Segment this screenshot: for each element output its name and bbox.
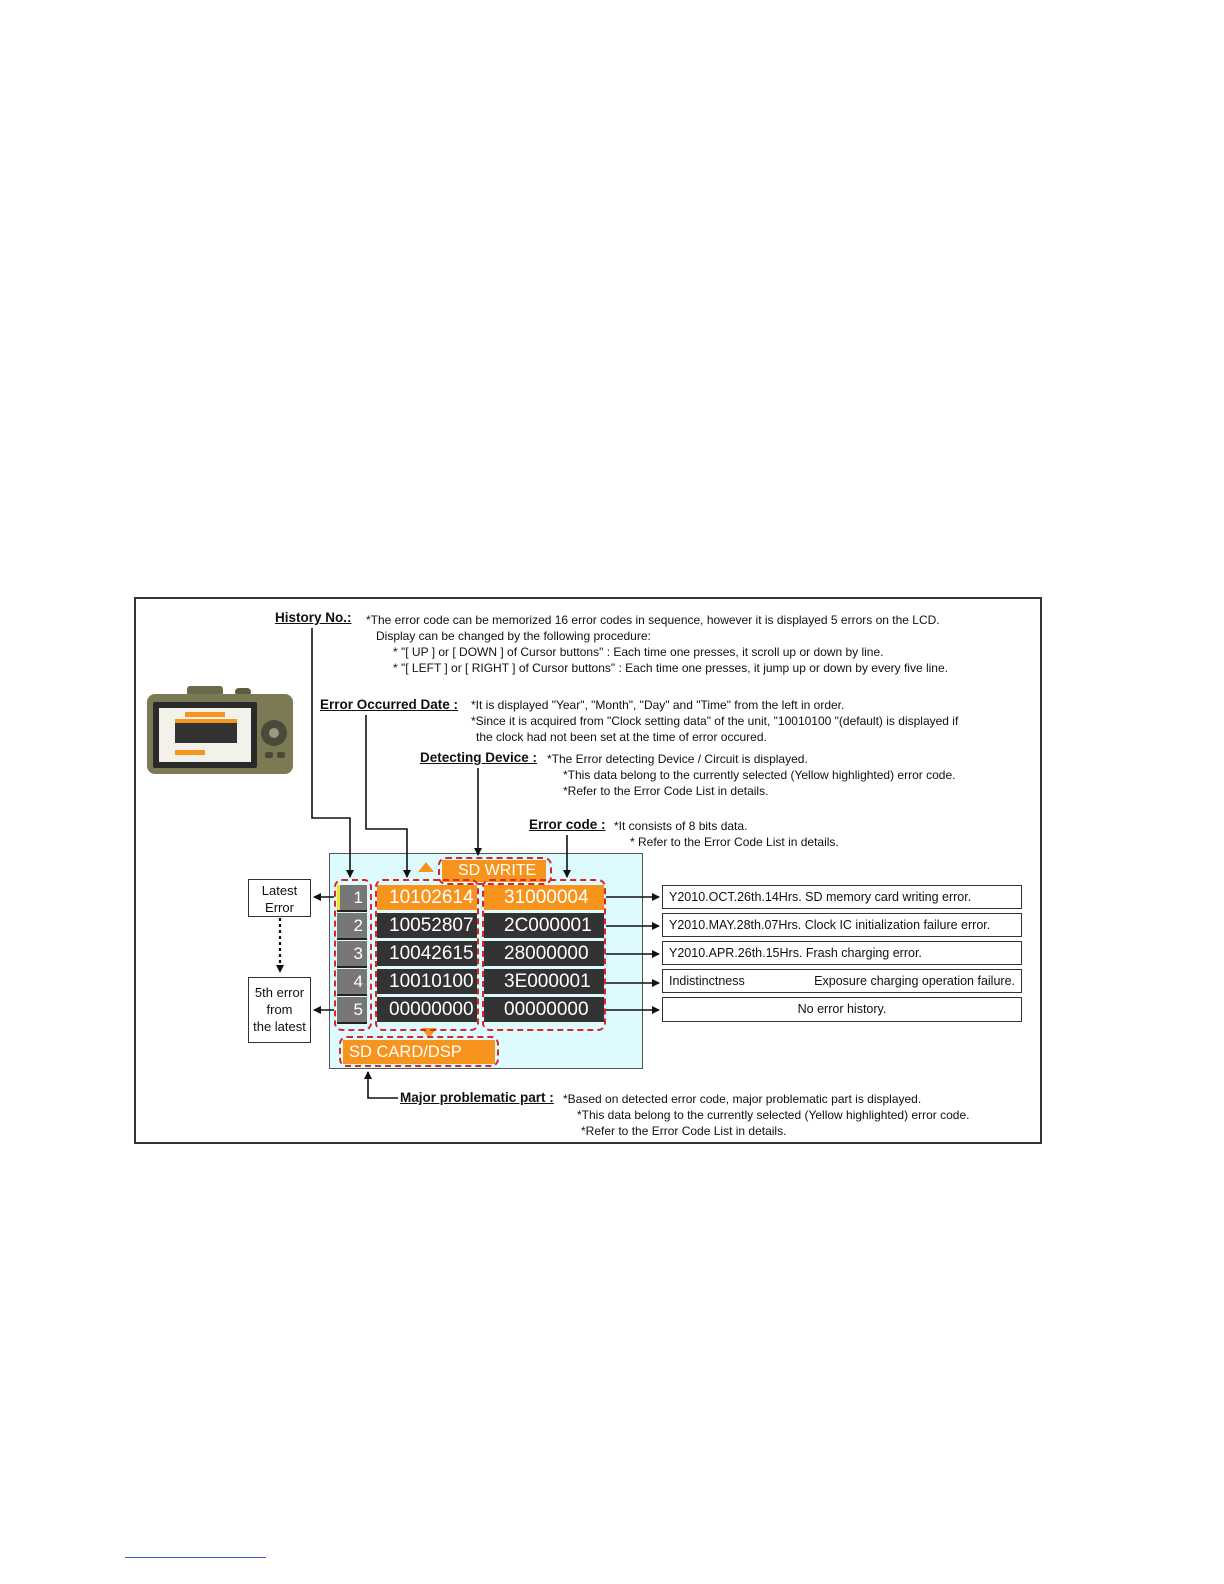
code-column-highlight <box>482 879 606 1031</box>
fifth-error-line-1: 5th error <box>254 985 305 1000</box>
code-heading: Error code : <box>529 817 606 832</box>
row-separator <box>337 938 367 940</box>
major-line-2: *This data belong to the currently selec… <box>577 1108 970 1122</box>
error-code-cell: 31000004 <box>484 885 604 910</box>
history-number: 1 <box>337 885 367 910</box>
explanation-row-5: No error history. <box>662 997 1022 1022</box>
history-line-4: * "[ LEFT ] or [ RIGHT ] of Cursor butto… <box>393 661 948 675</box>
device-line-1: *The Error detecting Device / Circuit is… <box>547 752 808 766</box>
error-code-cell: 00000000 <box>484 997 604 1022</box>
error-code-cell: 28000000 <box>484 941 604 966</box>
diagram-frame <box>134 597 1042 1144</box>
row-separator <box>337 966 367 968</box>
major-line-3: *Refer to the Error Code List in details… <box>581 1124 787 1138</box>
latest-error-box: Latest Error <box>248 879 311 917</box>
fifth-error-line-2: from <box>266 1002 293 1017</box>
explanation-row-4: Indistinctness Exposure charging operati… <box>662 969 1022 993</box>
device-line-2: *This data belong to the currently selec… <box>563 768 956 782</box>
explanation-row-1: Y2010.OCT.26th.14Hrs. SD memory card wri… <box>662 885 1022 909</box>
major-part-highlight <box>339 1036 499 1067</box>
date-connector <box>365 715 411 878</box>
row-separator <box>337 1022 367 1024</box>
fifth-error-line-3: the latest <box>253 1019 306 1034</box>
history-number: 2 <box>337 913 367 938</box>
history-number: 3 <box>337 941 367 966</box>
device-line-3: *Refer to the Error Code List in details… <box>563 784 769 798</box>
error-code-cell: 2C000001 <box>484 913 604 938</box>
major-line-1: *Based on detected error code, major pro… <box>563 1092 922 1106</box>
error-date-cell: 00000000 <box>377 997 477 1022</box>
explanation-row-3: Y2010.APR.26th.15Hrs. Frash charging err… <box>662 941 1022 965</box>
major-heading: Major problematic part : <box>400 1090 554 1105</box>
history-connector <box>311 628 354 878</box>
device-heading: Detecting Device : <box>420 750 538 765</box>
date-line-1: *It is displayed "Year", "Month", "Day" … <box>471 698 845 712</box>
date-line-3: the clock had not been set at the time o… <box>476 730 767 744</box>
code-line-2: * Refer to the Error Code List in detail… <box>630 835 839 849</box>
code-line-1: *It consists of 8 bits data. <box>614 819 748 833</box>
detecting-device-label: SD WRITE <box>442 860 546 882</box>
device-highlight <box>438 857 552 885</box>
explanation-row-4-left: Indistinctness <box>669 974 745 988</box>
explanation-row-4-right: Exposure charging operation failure. <box>814 974 1015 988</box>
error-date-cell: 10042615 <box>377 941 477 966</box>
history-line-1: *The error code can be memorized 16 erro… <box>366 613 940 627</box>
row-separator <box>337 994 367 996</box>
row-separator <box>337 910 367 912</box>
error-date-cell: 10102614 <box>377 885 477 910</box>
history-number: 4 <box>337 969 367 994</box>
history-number: 5 <box>337 997 367 1022</box>
scroll-down-icon <box>421 1028 437 1038</box>
error-date-cell: 10010100 <box>377 969 477 994</box>
footer-rule <box>125 1557 266 1558</box>
major-part-label: SD CARD/DSP <box>343 1040 495 1064</box>
scroll-up-icon <box>418 862 434 872</box>
fifth-error-box: 5th error from the latest <box>248 977 311 1043</box>
history-heading: History No.: <box>275 610 352 625</box>
history-line-3: * "[ UP ] or [ DOWN ] of Cursor buttons"… <box>393 645 884 659</box>
date-heading: Error Occurred Date : <box>320 697 459 712</box>
history-line-2: Display can be changed by the following … <box>376 629 651 643</box>
major-connector <box>364 1071 398 1099</box>
date-column-highlight <box>375 879 479 1031</box>
error-date-cell: 10052807 <box>377 913 477 938</box>
error-code-cell: 3E000001 <box>484 969 604 994</box>
camera-thumbnail <box>147 686 293 776</box>
latest-error-line-2: Error <box>265 900 294 915</box>
explanation-row-2: Y2010.MAY.28th.07Hrs. Clock IC initializ… <box>662 913 1022 937</box>
latest-error-line-1: Latest <box>261 883 298 898</box>
date-line-2: *Since it is acquired from "Clock settin… <box>471 714 959 728</box>
history-column-highlight <box>334 879 372 1031</box>
